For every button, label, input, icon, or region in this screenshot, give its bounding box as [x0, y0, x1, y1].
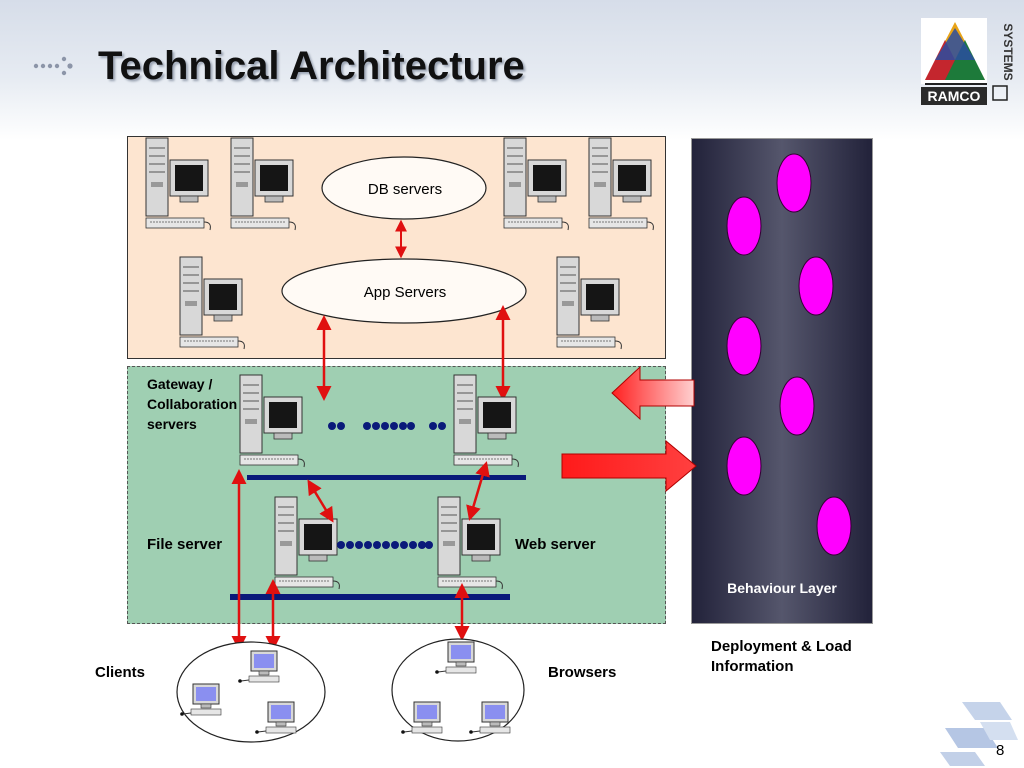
file-server-computer — [274, 496, 340, 590]
behaviour-node-1 — [776, 153, 812, 213]
ramco-logo-square — [992, 85, 1008, 101]
gateway-server-computer-2 — [453, 374, 519, 468]
bus-file-server-connector — [307, 479, 334, 523]
gateway-label-line-1: Gateway / — [147, 376, 213, 392]
slide-title: Technical Architecture — [98, 44, 525, 88]
db-server-computer-2 — [230, 137, 296, 231]
db-server-computer-1 — [145, 137, 211, 231]
behaviour-node-6 — [726, 436, 762, 496]
app-server-computer-2 — [556, 256, 622, 350]
page-number: 8 — [996, 742, 1005, 759]
behaviour-layer-label: Behaviour Layer — [727, 580, 837, 596]
deployment-info-line-2: Information — [711, 658, 794, 675]
behaviour-node-2 — [726, 196, 762, 256]
client-network-bus — [230, 594, 510, 600]
header-background — [0, 0, 1024, 140]
app-server-computer-1 — [179, 256, 245, 350]
deployment-info-line-1: Deployment & Load — [711, 638, 852, 655]
clients-label: Clients — [95, 664, 146, 681]
file-web-continuation-dots — [337, 541, 433, 549]
app-servers-ellipse — [281, 258, 527, 324]
web-server-computer — [437, 496, 503, 590]
web-server-label: Web server — [515, 536, 596, 553]
behaviour-node-7 — [816, 496, 852, 556]
gateway-label-line-2: Collaboration — [147, 396, 238, 412]
title-arrow-icon — [33, 56, 73, 76]
db-server-computer-4 — [588, 137, 654, 231]
behaviour-to-middleware-arrow — [611, 365, 695, 421]
gateway-network-bus — [247, 475, 526, 480]
corner-decor-icon — [940, 702, 1018, 766]
behaviour-nodes — [726, 153, 852, 556]
gateway-web-server-connector — [466, 461, 490, 521]
app-servers-label: App Servers — [364, 284, 447, 301]
ramco-logo-mark — [921, 18, 987, 85]
db-servers-ellipse — [321, 156, 487, 220]
gateway-servers-label: Gateway / Collaboration servers — [147, 374, 237, 434]
db-server-computer-3 — [503, 137, 569, 231]
ramco-logo-band — [921, 87, 987, 105]
file-server-label: File server — [147, 536, 223, 553]
middleware-to-behaviour-arrow — [561, 439, 697, 493]
logo-side-text: SYSTEMS — [1001, 23, 1015, 80]
middleware-tier-box — [127, 366, 666, 624]
browsers-label: Browsers — [548, 664, 617, 681]
deployment-info-label: Deployment & Load Information — [711, 637, 852, 677]
behaviour-node-4 — [726, 316, 762, 376]
behaviour-node-5 — [779, 376, 815, 436]
gateway-server-computer-1 — [239, 374, 305, 468]
gateway-continuation-dots — [328, 422, 446, 430]
gateway-label-line-3: servers — [147, 416, 197, 432]
db-servers-label: DB servers — [368, 181, 442, 198]
logo-text: RAMCO — [928, 88, 981, 104]
behaviour-node-3 — [798, 256, 834, 316]
